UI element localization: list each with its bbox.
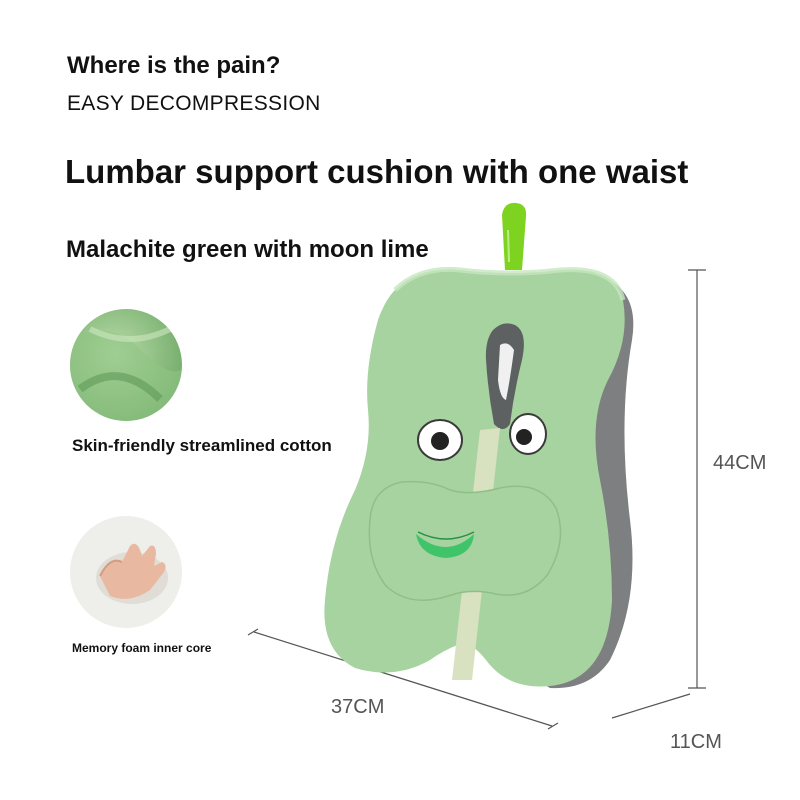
fabric-texture-swatch bbox=[70, 309, 182, 421]
feature-label-fabric: Skin-friendly streamlined cotton bbox=[72, 436, 332, 455]
cushion-eyes bbox=[417, 413, 547, 461]
hanging-loop bbox=[502, 202, 527, 270]
color-name: Malachite green with moon lime bbox=[66, 236, 429, 263]
headline: Where is the pain? bbox=[67, 52, 281, 79]
pillow-smile bbox=[416, 534, 474, 558]
lumbar-pillow bbox=[368, 480, 562, 601]
memory-foam-swatch bbox=[70, 516, 182, 628]
subheadline: EASY DECOMPRESSION bbox=[67, 92, 321, 115]
width-dimension: 37CM bbox=[331, 696, 385, 718]
dimension-lines bbox=[247, 269, 706, 730]
product-title: Lumbar support cushion with one waist bbox=[65, 153, 689, 190]
height-dimension: 44CM bbox=[713, 452, 767, 474]
depth-dimension: 11CM bbox=[670, 731, 722, 753]
feature-label-foam: Memory foam inner core bbox=[72, 641, 212, 655]
